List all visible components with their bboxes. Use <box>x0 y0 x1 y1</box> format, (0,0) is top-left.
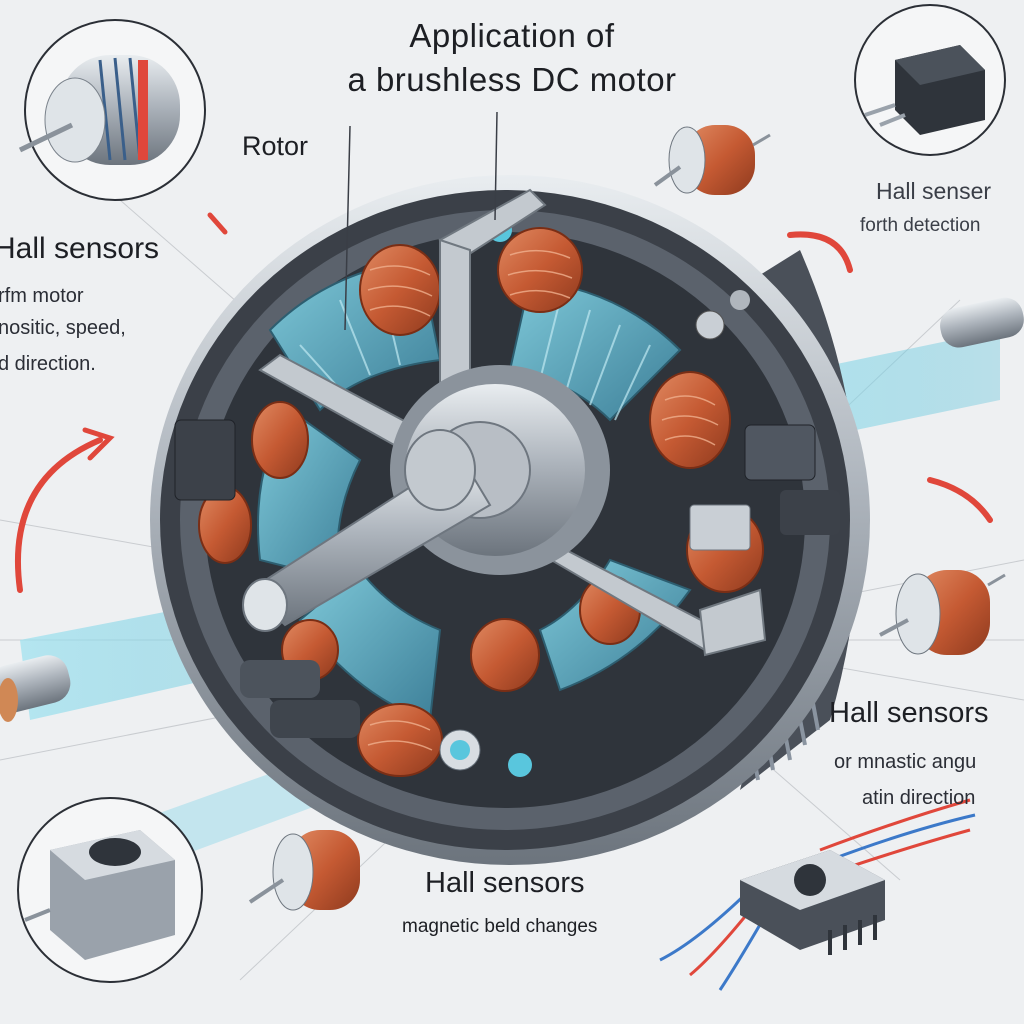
label-right-line1: or mnastic angu <box>834 751 977 773</box>
leader-lines <box>344 111 498 331</box>
rotor-shaft <box>242 429 492 632</box>
copper-coil-bottom <box>248 830 360 911</box>
left-shaft-tip <box>0 655 71 722</box>
electronics-cluster <box>174 218 840 777</box>
label-bottom-line: magnetic beld changes <box>402 916 598 937</box>
copper-coil-right <box>879 570 1006 655</box>
hall-sensor-chip-icon <box>854 4 1006 156</box>
label-hall-sensors-bottom: Hall sensors <box>425 867 585 899</box>
page-title-line1: Application of <box>409 17 615 54</box>
label-left-line1: rfm motor <box>0 285 84 307</box>
label-rotor: Rotor <box>242 131 309 161</box>
label-left-line2: nositic, speed, <box>0 317 126 339</box>
hall-sensor-block-bottom-left <box>17 797 203 983</box>
bldc-motor-cutaway <box>150 175 870 865</box>
label-top-right-line: forth detection <box>860 215 981 236</box>
inset-motor-top-left <box>18 19 206 201</box>
motor-shaft-icon <box>940 297 1024 348</box>
page-title-line2: a brushless DC motor <box>347 61 677 98</box>
direction-arrow-icon <box>14 212 993 593</box>
hall-sensor-board-bottom-right <box>659 798 976 991</box>
copper-coil-icon <box>653 125 771 195</box>
label-left-line3: d direction. <box>0 353 96 375</box>
label-hall-sensors-right: Hall sensors <box>829 697 989 729</box>
label-hall-sensors-left: Hall sensors <box>0 232 160 265</box>
label-right-line2: atin direction <box>862 787 976 809</box>
label-hall-senser-top-right: Hall senser <box>876 178 992 204</box>
